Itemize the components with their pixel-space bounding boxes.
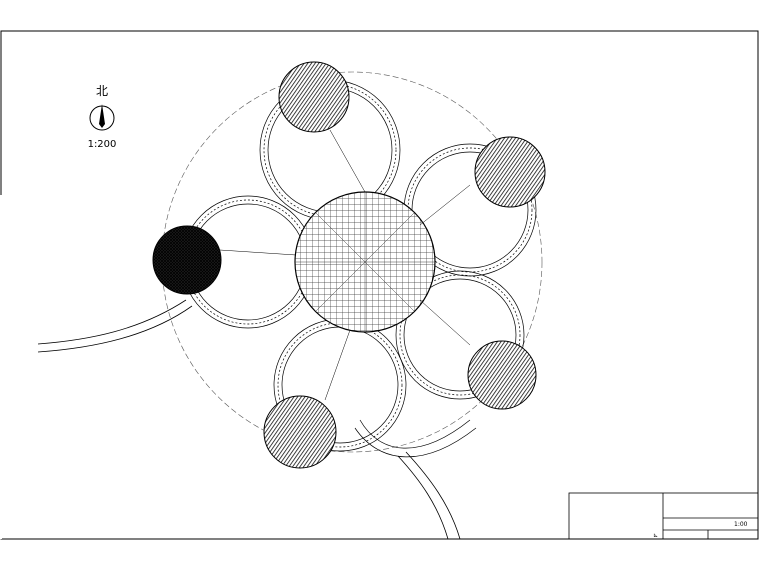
dimension-lines bbox=[219, 129, 471, 401]
node-north bbox=[278, 61, 350, 133]
node-south bbox=[263, 395, 337, 469]
node-west bbox=[152, 225, 222, 295]
central-plaza bbox=[294, 191, 436, 333]
north-label: 北 bbox=[95, 84, 108, 98]
north-arrow: 北 bbox=[82, 82, 122, 152]
scale-label: 1:200 bbox=[87, 139, 117, 150]
north-arrow-icon bbox=[89, 104, 115, 131]
title-block bbox=[568, 492, 759, 540]
access-path-west bbox=[37, 299, 193, 353]
sheet-code: 1:00 bbox=[734, 521, 748, 528]
node-southeast bbox=[467, 340, 537, 410]
title-block-mark: ⊾ bbox=[653, 532, 659, 539]
access-path-south bbox=[397, 451, 461, 540]
node-east bbox=[474, 136, 546, 208]
